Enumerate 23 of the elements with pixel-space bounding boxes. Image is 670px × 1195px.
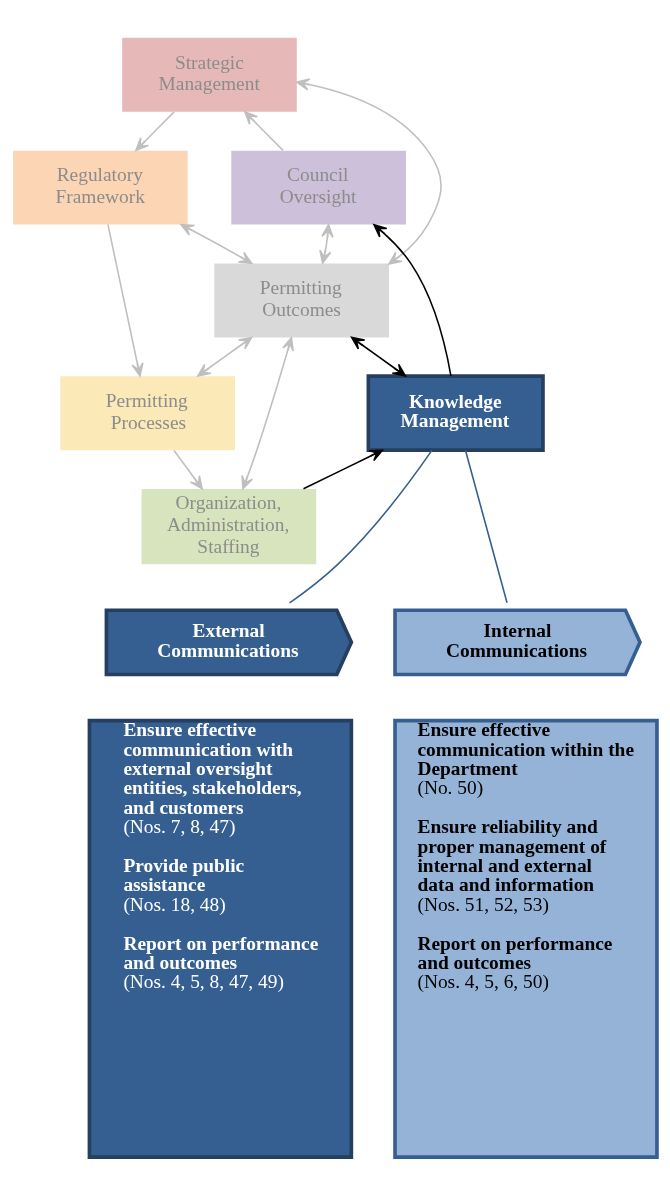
- arrow: [135, 111, 175, 152]
- arrow: [241, 337, 295, 490]
- node-box: Permitting Processes: [60, 376, 235, 451]
- arrow: [373, 224, 452, 377]
- connector: [464, 449, 508, 604]
- arrow: [302, 449, 384, 490]
- arrow: [173, 449, 203, 490]
- node-box: Knowledge Management: [366, 374, 545, 452]
- node-box: Strategic Management: [122, 37, 297, 112]
- node-box: Ensure effective communication with external oversight entities, stakeholders, and customers (Nos. 7, 8, 47) Provide public assistance (Nos. 18, 48) Report on performance and outcomes (Nos. 4, 5, 8, 47, 49): [87, 718, 354, 1159]
- arrow: [319, 223, 334, 264]
- connector: [288, 449, 433, 604]
- arrow: [197, 336, 253, 377]
- arrow: [244, 111, 284, 152]
- node-box: Organization, Administration, Staffing: [141, 488, 317, 565]
- node-box: Council Oversight: [231, 150, 406, 225]
- arrow: [296, 78, 442, 265]
- node-box: Regulatory Framework: [13, 150, 188, 225]
- node-box: Permitting Outcomes: [214, 263, 389, 338]
- node-box: Ensure effective communication within the Department (No. 50) Ensure reliability and proper management of internal and external data and information (Nos. 51, 52, 53) Report on performance and outcomes (Nos. 4, 5, 6, 50): [393, 718, 659, 1159]
- arrow: [107, 223, 144, 377]
- arrow: [350, 336, 407, 377]
- arrow: [180, 223, 253, 265]
